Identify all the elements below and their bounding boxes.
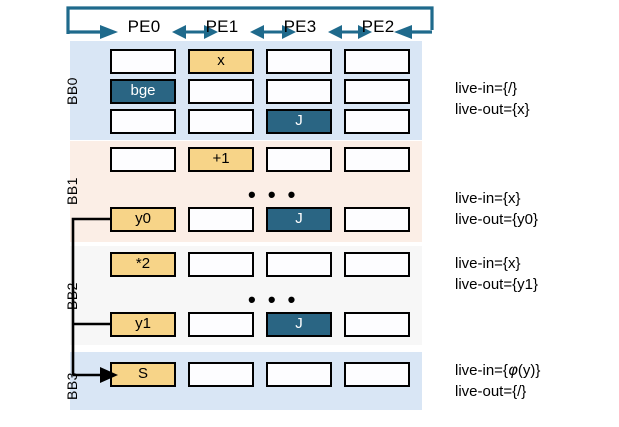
cell-bb1-r0-pe2[interactable] — [344, 147, 410, 172]
cell-bb2-r0-pe0[interactable]: *2 — [110, 252, 176, 277]
cell-bb2-r1-pe3[interactable]: J — [266, 312, 332, 337]
bb-label-bb0: BB0 — [64, 77, 80, 105]
live-in-bb3: live-in={φ(y)} — [455, 360, 540, 381]
cell-bb2-r1-pe1[interactable] — [188, 312, 254, 337]
live-out-bb0: live-out={x} — [455, 101, 530, 118]
cell-bb1-r1-pe3[interactable]: J — [266, 207, 332, 232]
cell-bb0-r2-pe2[interactable] — [344, 109, 410, 134]
cell-bb1-r1-pe2[interactable] — [344, 207, 410, 232]
cell-bb0-r0-pe1[interactable]: x — [188, 49, 254, 74]
cell-bb2-r1-pe2[interactable] — [344, 312, 410, 337]
annotation-bb0: live-in={/} live-out={x} — [455, 78, 530, 120]
phi-symbol: φ — [507, 361, 518, 379]
cell-bb2-r0-pe1[interactable] — [188, 252, 254, 277]
cell-bb3-r0-pe2[interactable] — [344, 362, 410, 387]
bidir-arrow-pe3-pe2-left — [328, 25, 342, 39]
bidir-arrow-pe0-pe1-right — [204, 25, 218, 39]
live-out-bb3: live-out={/} — [455, 383, 527, 400]
cell-bb1-r0-pe3[interactable] — [266, 147, 332, 172]
live-in-bb0: live-in={/} — [455, 80, 518, 97]
cell-bb3-r0-pe0[interactable]: S — [110, 362, 176, 387]
cell-bb0-r1-pe2[interactable] — [344, 79, 410, 104]
bidir-arrow-pe3-pe2-right — [358, 25, 372, 39]
cell-bb0-r1-pe0[interactable]: bge — [110, 79, 176, 104]
ellipsis-bb1: • • • — [248, 182, 299, 207]
cell-bb0-r0-pe0[interactable] — [110, 49, 176, 74]
annotation-bb3: live-in={φ(y)} live-out={/} — [455, 360, 540, 402]
annotation-bb1: live-in={x} live-out={y0} — [455, 188, 538, 230]
loop-arrow-head-right — [394, 25, 412, 39]
cell-bb0-r0-pe3[interactable] — [266, 49, 332, 74]
bidir-arrow-pe1-pe3-left — [250, 25, 264, 39]
cell-bb3-r0-pe1[interactable] — [188, 362, 254, 387]
live-in-bb2: live-in={x} — [455, 255, 521, 272]
live-in-bb1: live-in={x} — [455, 190, 521, 207]
cell-bb1-r0-pe1[interactable]: +1 — [188, 147, 254, 172]
loop-arrow-head-left — [100, 25, 118, 39]
cell-bb1-r0-pe0[interactable] — [110, 147, 176, 172]
cell-bb0-r2-pe0[interactable] — [110, 109, 176, 134]
cell-bb3-r0-pe3[interactable] — [266, 362, 332, 387]
cell-bb0-r1-pe1[interactable] — [188, 79, 254, 104]
pe-label-pe1: PE1 — [205, 17, 239, 36]
ellipsis-bb2: • • • — [248, 287, 299, 312]
pe-header-row: PE0 PE1 PE3 PE2 — [110, 14, 422, 42]
cell-bb2-r0-pe3[interactable] — [266, 252, 332, 277]
live-in-bb3-prefix: live-in={ — [455, 362, 508, 379]
pe-label-pe3: PE3 — [283, 17, 317, 36]
live-in-bb3-suffix: (y)} — [517, 362, 541, 379]
cell-bb1-r1-pe1[interactable] — [188, 207, 254, 232]
cell-bb0-r2-pe3[interactable]: J — [266, 109, 332, 134]
live-out-bb1: live-out={y0} — [455, 211, 538, 228]
cell-bb1-r1-pe0[interactable]: y0 — [110, 207, 176, 232]
bb-label-bb2: BB2 — [64, 282, 80, 310]
bidir-arrow-pe1-pe3-right — [282, 25, 296, 39]
bb-label-bb3: BB3 — [64, 372, 80, 400]
bidir-arrow-pe0-pe1-left — [172, 25, 186, 39]
annotation-bb2: live-in={x} live-out={y1} — [455, 253, 538, 295]
cell-bb0-r1-pe3[interactable] — [266, 79, 332, 104]
cell-bb2-r0-pe2[interactable] — [344, 252, 410, 277]
cell-bb0-r2-pe1[interactable] — [188, 109, 254, 134]
cell-bb2-r1-pe0[interactable]: y1 — [110, 312, 176, 337]
bb-label-bb1: BB1 — [64, 177, 80, 205]
pe-interconnect-diagram — [66, 6, 434, 39]
pe-label-pe2: PE2 — [361, 17, 395, 36]
pe-label-pe0: PE0 — [127, 17, 161, 36]
cell-bb0-r0-pe2[interactable] — [344, 49, 410, 74]
live-out-bb2: live-out={y1} — [455, 276, 538, 293]
